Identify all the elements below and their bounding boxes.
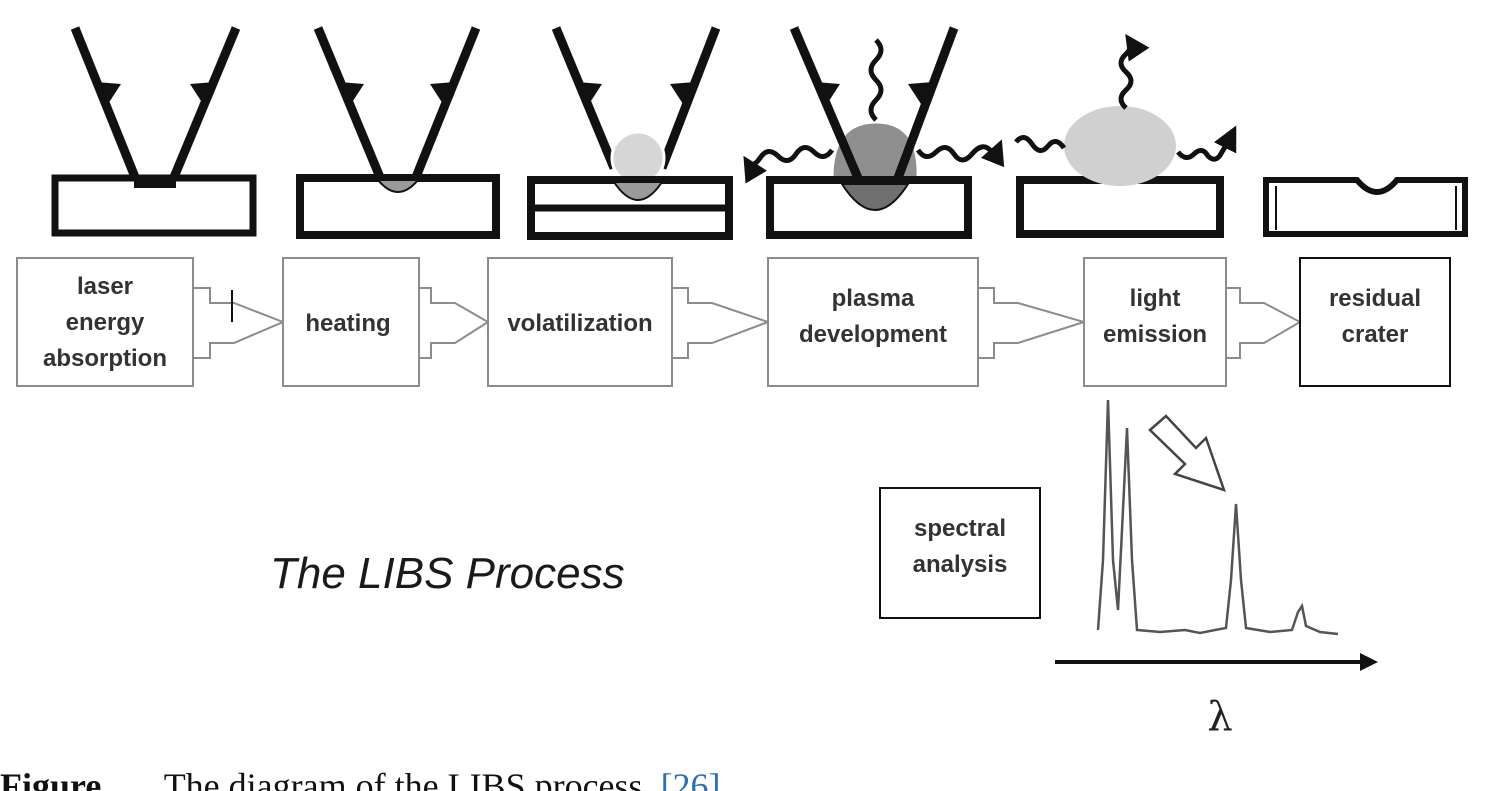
caption-lead: Figure (0, 768, 102, 791)
arrowhead-right (430, 82, 455, 104)
step-label-line-2: emission (1103, 321, 1207, 348)
step-box-border (16, 257, 194, 387)
spectrum-trace (1096, 399, 1339, 636)
arrowhead-right (190, 82, 215, 104)
heated-zone (375, 179, 421, 193)
flow-arrow-3 (672, 287, 771, 359)
step-label-line-2: energy (66, 309, 145, 336)
arrowhead-left (577, 82, 602, 104)
analysis-label-line-1: spectral (914, 515, 1006, 542)
laser-beam-right (167, 26, 241, 184)
step-label-line-2: development (799, 321, 947, 348)
step-box-crater: residual crater (1299, 257, 1451, 387)
flow-arrow-4 (978, 287, 1088, 359)
step-label-line-1: residual (1329, 285, 1421, 312)
emission-wave-right (915, 139, 1005, 168)
step-label-line-1: plasma (832, 285, 915, 312)
step-box-absorption: laser energy absorption (16, 257, 194, 387)
crater-zone-fill (840, 183, 910, 211)
emission-wave-right (1176, 125, 1237, 162)
stage-plasma-illustration (743, 26, 1005, 239)
step-box-border (1083, 257, 1227, 387)
diagram-title: The LIBS Process (270, 549, 625, 598)
molten-zone (612, 181, 664, 201)
arrowhead-left (96, 82, 121, 104)
laser-beam-left (70, 26, 142, 184)
arrowhead-left (339, 82, 364, 104)
step-label-line-2: crater (1342, 321, 1409, 348)
laser-beam-left (789, 26, 863, 180)
wavelength-axis-label: λ (1207, 694, 1232, 740)
arrowhead-right (908, 82, 933, 104)
flow-arrow-1 (193, 287, 286, 359)
laser-beam-right (893, 26, 959, 180)
step-box-heating: heating (282, 257, 420, 387)
wavelength-axis-arrowhead (1360, 653, 1378, 671)
stage-volatilization-illustration (527, 26, 733, 240)
step-box-plasma: plasma development (767, 257, 979, 387)
absorption-zone (134, 176, 176, 188)
emission-wave-up (868, 38, 884, 122)
sample-block-with-crater (1263, 177, 1468, 237)
laser-beam-right (657, 26, 721, 170)
step-box-border (1299, 257, 1451, 387)
laser-beam-left (313, 26, 387, 184)
emission-to-spectrum-arrow (1148, 414, 1227, 492)
step-box-border (282, 257, 420, 387)
process-flow: laser energy absorption heating volatili… (16, 257, 1451, 387)
step-label-line-1: light (1130, 285, 1181, 312)
stage-absorption-illustration (51, 26, 257, 237)
stage-emission-illustration (1014, 33, 1237, 238)
analysis-box: spectral analysis (879, 487, 1041, 619)
emission-wave-left (743, 145, 835, 184)
stage-crater-illustration (1263, 177, 1468, 237)
analysis-box-border (879, 487, 1041, 619)
stage-heating-illustration (296, 26, 500, 239)
arrowhead-left (815, 82, 840, 104)
figure-caption: Figure The diagram of the LIBS process [… (0, 768, 1491, 791)
plasma-glow (1064, 106, 1176, 186)
step-box-border (767, 257, 979, 387)
step-label-line-1: volatilization (507, 310, 652, 337)
step-label-line-1: heating (305, 310, 390, 337)
emission-wave-up (1118, 33, 1150, 110)
arrowhead-right (670, 82, 695, 104)
emission-wave-left (1014, 135, 1067, 153)
step-box-volatilization: volatilization (487, 257, 673, 387)
step-box-border (487, 257, 673, 387)
step-label-line-3: absorption (43, 345, 167, 372)
flow-arrow-5 (1226, 287, 1303, 359)
caption-reference-link[interactable]: [26] (660, 768, 721, 791)
caption-text: The diagram of the LIBS process (163, 768, 643, 791)
spectral-analysis-section: spectral analysis λ (879, 399, 1378, 740)
step-box-emission: light emission (1083, 257, 1227, 387)
laser-beam-right (409, 26, 481, 184)
step-label-line-1: laser (77, 273, 133, 300)
analysis-label-line-2: analysis (913, 551, 1008, 578)
laser-beam-left (551, 26, 619, 170)
sample-block (1016, 176, 1224, 238)
flow-arrow-2 (419, 287, 490, 359)
